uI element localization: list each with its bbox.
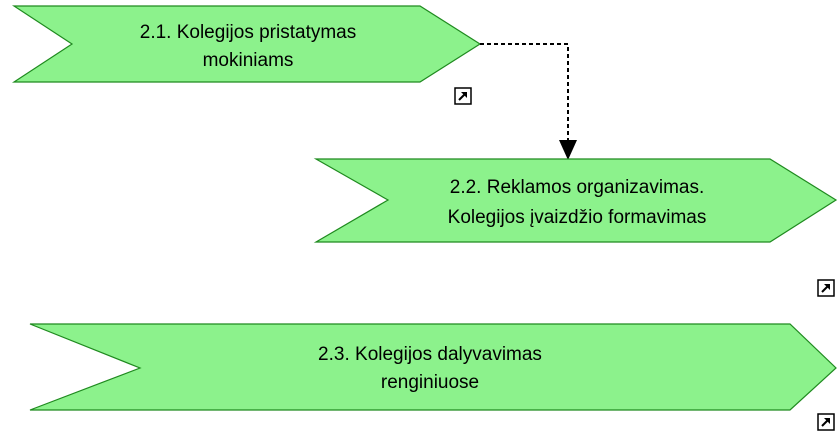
shortcut-link-icon[interactable] — [454, 87, 472, 105]
shortcut-link-icon[interactable] — [817, 413, 835, 431]
connector-arrowhead — [559, 140, 577, 160]
process-step-2-3-shape[interactable] — [29, 323, 837, 411]
process-step-2-1[interactable]: 2.1. Kolegijos pristatymas mokiniams — [11, 5, 482, 83]
process-step-2-1-label-line1: 2.1. Kolegijos pristatymas — [140, 22, 357, 43]
process-step-2-2[interactable]: 2.2. Reklamos organizavimas. Kolegijos į… — [313, 158, 838, 243]
connector-2-1-to-2-2 — [480, 43, 577, 160]
process-step-2-2-label-line1: 2.2. Reklamos organizavimas. — [450, 177, 705, 198]
process-step-2-3-label-line2: renginiuose — [381, 372, 479, 393]
shortcut-link-icon[interactable] — [817, 279, 835, 297]
process-step-2-2-shape[interactable] — [313, 158, 838, 243]
process-step-2-3-label-line1: 2.3. Kolegijos dalyvavimas — [318, 344, 542, 365]
process-step-2-2-label-line2: Kolegijos įvaizdžio formavimas — [448, 207, 707, 228]
process-step-2-1-shape[interactable] — [11, 5, 482, 83]
process-step-2-3[interactable]: 2.3. Kolegijos dalyvavimas renginiuose — [29, 323, 837, 411]
process-step-2-1-label-line2: mokiniams — [203, 50, 294, 71]
connector-line — [480, 43, 569, 140]
